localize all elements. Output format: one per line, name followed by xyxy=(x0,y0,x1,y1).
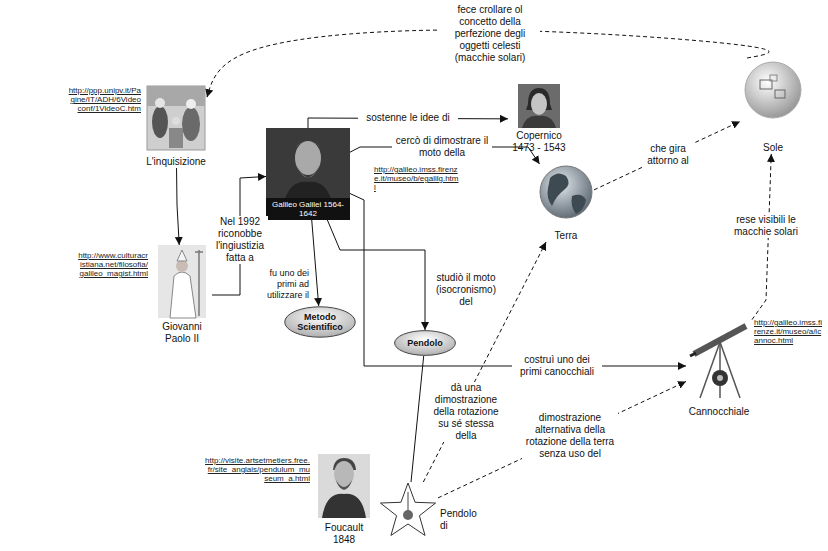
inquisition-painting xyxy=(147,86,205,150)
node-caption: Sole xyxy=(763,142,783,154)
concept-ellipse: Metodo Scientifico xyxy=(284,306,356,338)
star-outline xyxy=(378,482,438,542)
telescope-icon xyxy=(690,326,746,398)
url-link: http://galileo.imss.firenze.it/museo/b/e… xyxy=(374,165,460,192)
node-caption: Pendolo xyxy=(407,338,443,348)
node-caption: Metodo Scientifico xyxy=(288,312,352,332)
node-caption: Terra xyxy=(555,230,578,242)
star-shape xyxy=(380,483,435,535)
pope-photo xyxy=(158,245,206,318)
edge-label: costruì uno dei primi canocchiali xyxy=(512,354,602,378)
connector xyxy=(350,194,686,367)
edge-label: studiò il moto (isocronismo) del xyxy=(432,272,500,308)
node-caption: Galileo Galilei 1564-1642 xyxy=(266,198,350,220)
edge-label: fu uno dei primi ad utilizzare il xyxy=(258,268,310,301)
ellipse-shape xyxy=(285,307,356,337)
node-caption: Foucault 1848 xyxy=(316,522,372,546)
picture-node: Giovanni Paolo IIhttp://www.culturacrist… xyxy=(152,245,212,345)
edge-label: Nel 1992 riconobbe l'ingiustizia fatta a xyxy=(212,216,268,264)
connector xyxy=(411,356,424,482)
url-link: http://www.culturacristiana.net/filosofi… xyxy=(78,251,148,278)
node-caption: Cannocchiale xyxy=(689,406,750,418)
node-caption: L'inquisizione xyxy=(146,156,206,168)
edge-label: sostenne le idee di xyxy=(358,112,458,124)
star-node: Pendolo di xyxy=(378,482,438,542)
picture-node: Terra xyxy=(538,164,594,242)
node-caption: Giovanni Paolo II xyxy=(152,321,212,345)
url-link: http://ppp.unipv.it/Pagine/IT/ADH/6Video… xyxy=(67,86,141,113)
edge-label: rese visibili le macchie solari xyxy=(730,214,802,238)
earth-icon xyxy=(540,166,592,218)
sun-icon xyxy=(745,62,801,118)
ellipse-shape xyxy=(395,331,456,356)
copernicus-portrait xyxy=(518,84,560,128)
concept-ellipse: Pendolo xyxy=(394,330,456,356)
connector xyxy=(594,121,740,189)
url-link: http://visite.artsetmetiers.free.fr/site… xyxy=(204,456,310,483)
picture-node: Copernico 1473 - 1543 xyxy=(508,84,570,154)
edge-label: fece crollare ol concetto della perfezio… xyxy=(440,4,540,64)
picture-node: Galileo Galilei 1564-1642http://galileo.… xyxy=(266,128,350,220)
edge-label: dimostrazione alternativa della rotazion… xyxy=(522,412,618,460)
foucault-portrait xyxy=(318,454,370,518)
picture-node: Foucault 1848http://visite.artsetmetiers… xyxy=(316,454,372,546)
pendulum-bob xyxy=(403,510,413,520)
picture-node: Cannocchialehttp://galileo.imss.firenze.… xyxy=(686,314,752,418)
node-caption: Pendolo di xyxy=(440,508,480,532)
url-link: http://galileo.imss.firenze.it/museo/a/i… xyxy=(754,318,824,345)
galileo-portrait xyxy=(266,128,350,202)
node-caption: Copernico 1473 - 1543 xyxy=(508,130,570,154)
picture-node: Sole xyxy=(740,58,806,154)
pendulum-wire xyxy=(408,492,409,512)
connector xyxy=(177,168,180,245)
connector xyxy=(312,220,319,306)
edge-label: che gira attorno al xyxy=(638,143,698,167)
picture-node: L'inquisizionehttp://ppp.unipv.it/Pagine… xyxy=(145,84,207,168)
edge-label: dà una dimostrazione della rotazione su … xyxy=(426,382,506,442)
edge-label: cercò di dimostrare il moto della xyxy=(392,135,492,159)
